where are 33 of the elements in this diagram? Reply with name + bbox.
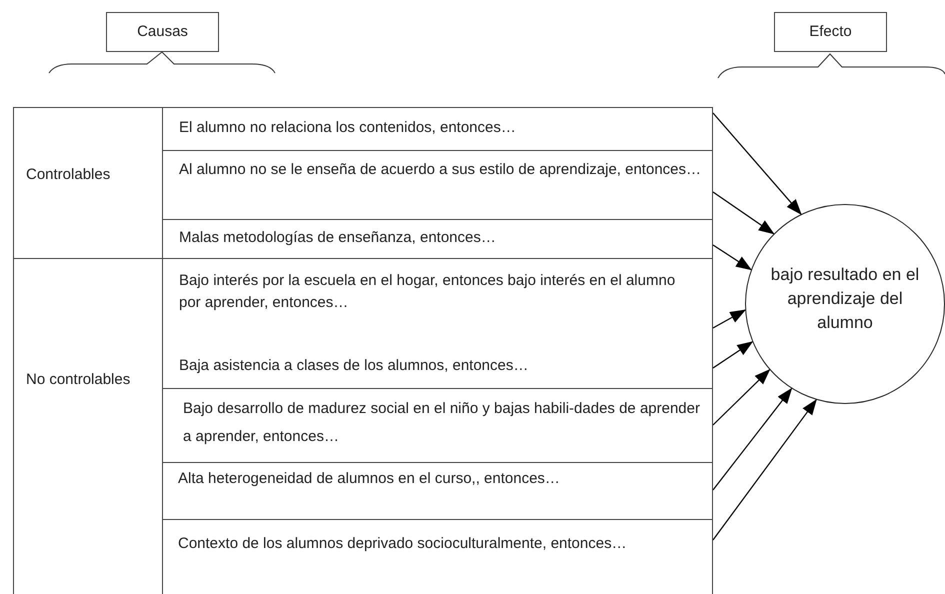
node-text: No controlables — [26, 370, 132, 390]
arrow — [712, 341, 754, 368]
cause-cell — [162, 388, 713, 463]
cause-cell — [162, 107, 713, 151]
cause-cell — [162, 219, 713, 259]
node-text: Baja asistencia a clases de los alumnos, entonces… — [179, 356, 530, 376]
node-text: Malas metodologías de enseñanza, entonces… — [179, 228, 497, 248]
arrow — [712, 244, 752, 270]
node-text: Bajo desarrollo de madurez social en el niño y bajas habili-dades de aprender a aprender, entonces… — [183, 399, 701, 447]
category-header-box — [106, 12, 219, 52]
cause-cell — [162, 462, 713, 520]
arrow — [712, 388, 792, 490]
cause-cell — [162, 345, 713, 389]
node-text: Causas — [136, 22, 189, 42]
node-text: Contexto de los alumnos deprivado socioculturalmente, entonces… — [178, 534, 628, 554]
node-text: Al alumno no se le enseña de acuerdo a sus estilo de aprendizaje, entonces… — [179, 160, 702, 180]
arrow — [712, 369, 770, 426]
arrow — [712, 192, 775, 234]
node-text: Bajo interés por la escuela en el hogar, entonces bajo interés en el alumno por aprender, entonces… — [179, 271, 676, 313]
cause-cell — [162, 258, 713, 346]
node-text: Alta heterogeneidad de alumnos en el curso,, entonces… — [178, 469, 561, 489]
cause-cell — [162, 150, 713, 220]
node-text: El alumno no relaciona los contenidos, entonces… — [179, 118, 517, 138]
arrow — [712, 112, 802, 215]
node-text: Controlables — [26, 165, 112, 185]
effect-circle — [745, 204, 945, 404]
group-cell — [13, 107, 163, 259]
arrow — [712, 309, 746, 329]
category-header-box — [774, 12, 887, 52]
node-text: bajo resultado en el aprendizaje del alumno — [770, 264, 920, 334]
node-text: Efecto — [808, 22, 853, 42]
cause-cell — [162, 519, 713, 594]
arrow — [712, 399, 817, 540]
